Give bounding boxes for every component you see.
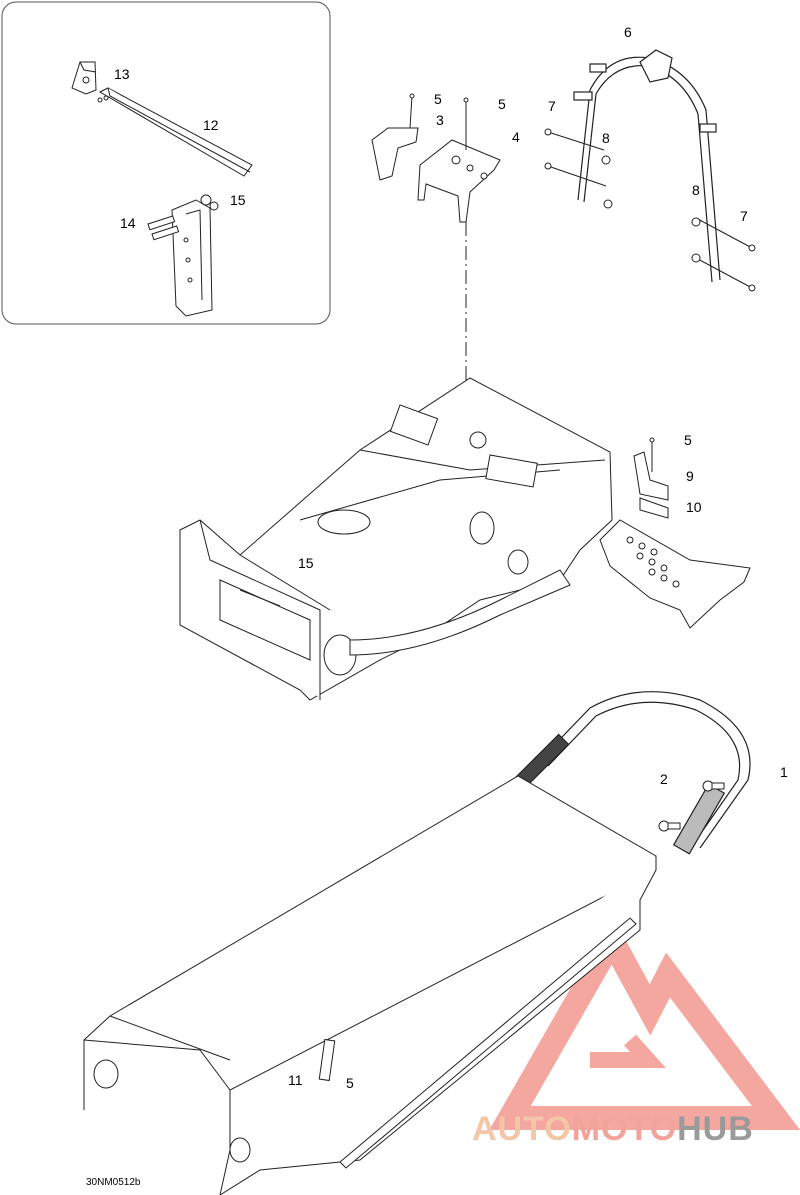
- callout-5-c: 5: [684, 432, 692, 448]
- footrest-bracket: [633, 437, 669, 519]
- inset-bolts: [147, 194, 219, 241]
- watermark-moto: MOTO: [571, 1110, 678, 1148]
- callout-9: 9: [686, 468, 694, 484]
- part-7-8-hardware: [544, 128, 756, 292]
- callout-15-frame: 15: [298, 555, 314, 571]
- callout-8-a: 8: [602, 130, 610, 146]
- callout-15-inset: 15: [230, 192, 246, 208]
- part-2-screws: [658, 780, 725, 832]
- part-4-plate: [417, 97, 501, 223]
- part-6-hoop: [573, 49, 721, 283]
- callout-5-b: 5: [498, 96, 506, 112]
- callout-10: 10: [686, 499, 702, 515]
- callout-12: 12: [203, 117, 219, 133]
- inset-box: [1, 1, 331, 325]
- part-3-bracket: [371, 93, 419, 181]
- callout-7-b: 7: [740, 208, 748, 224]
- callout-8-b: 8: [692, 182, 700, 198]
- main-frame: [179, 377, 613, 701]
- callout-14: 14: [120, 215, 136, 231]
- callout-11: 11: [288, 1072, 303, 1088]
- drawing-code: 30NM0512b: [86, 1177, 141, 1188]
- watermark-text: AUTOMOTOHUB: [472, 1112, 754, 1146]
- tunnel-panel: [83, 775, 657, 1195]
- callout-7-a: 7: [548, 98, 556, 114]
- watermark-logo: [489, 915, 800, 1130]
- part-1-handle: [512, 691, 751, 855]
- callout-1: 1: [780, 764, 788, 780]
- callout-5-d: 5: [346, 1075, 354, 1091]
- footrest: [599, 519, 751, 629]
- callout-4: 4: [512, 129, 520, 145]
- callout-5-a: 5: [434, 91, 442, 107]
- watermark-hub: HUB: [677, 1110, 754, 1148]
- inset-mount-plate: [171, 199, 213, 317]
- part-13-bracket: [71, 61, 97, 95]
- callout-2: 2: [660, 771, 668, 787]
- callout-13: 13: [114, 66, 130, 82]
- callout-6: 6: [624, 24, 632, 40]
- watermark-auto: AUTO: [472, 1110, 572, 1148]
- part-12-rail: [97, 87, 253, 177]
- callout-3: 3: [436, 112, 444, 128]
